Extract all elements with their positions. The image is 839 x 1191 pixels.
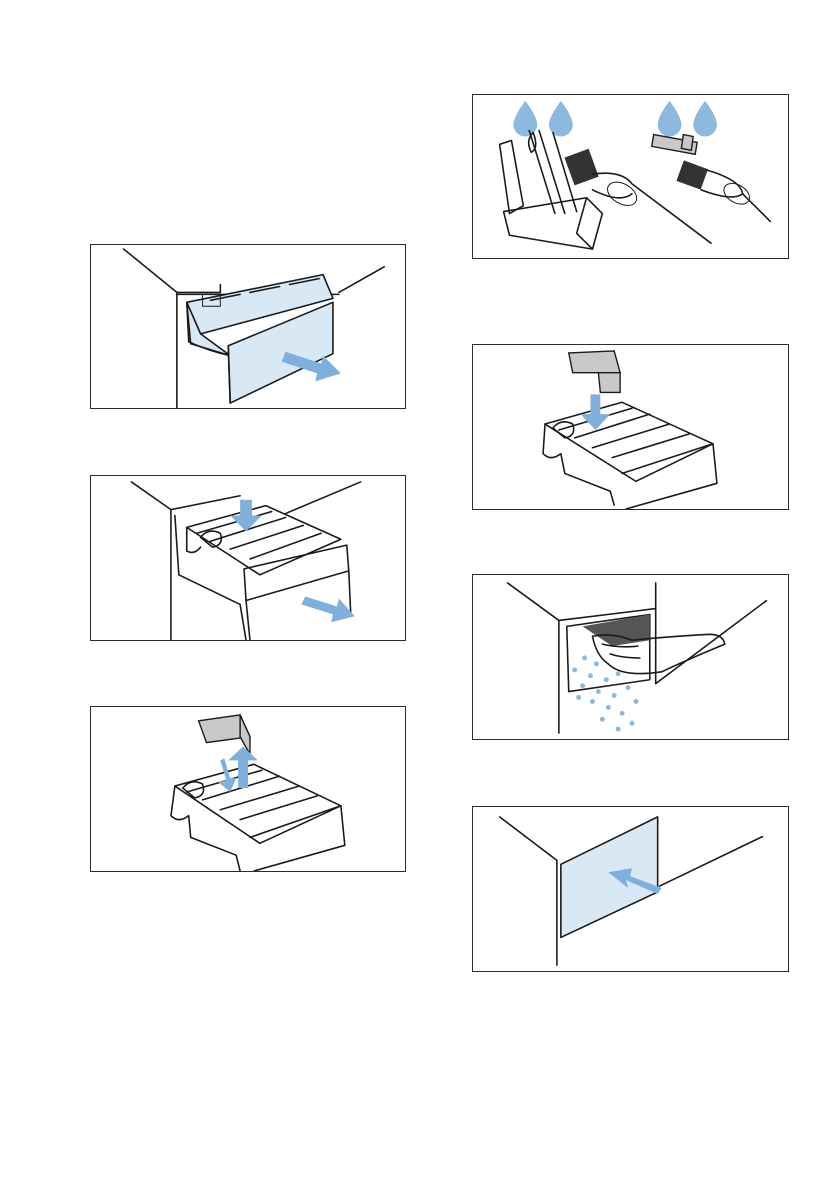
push-drawer-back-in-illustration [473,807,788,971]
press-release-and-remove-drawer-illustration [91,476,405,640]
reinsert-insert-illustration [473,345,788,509]
water-drop-icon [549,101,573,137]
lift-out-insert-illustration [91,707,405,871]
figure-release-drawer [90,475,406,641]
figure-pull-out-drawer [90,244,406,409]
pull-out-dispenser-drawer-illustration [91,245,405,408]
figure-lift-out-insert [90,706,406,872]
water-drop-icon [513,101,537,137]
water-drop-icon [658,101,682,137]
figure-clean-housing [472,574,789,740]
water-drop-icon [693,101,717,137]
figure-clean-with-brush [472,94,789,259]
figure-push-drawer-in [472,806,789,972]
clean-drawer-and-insert-with-brush-illustration [473,95,788,258]
figure-reinsert-insert [472,344,789,510]
clean-dispenser-housing-illustration [473,575,788,739]
